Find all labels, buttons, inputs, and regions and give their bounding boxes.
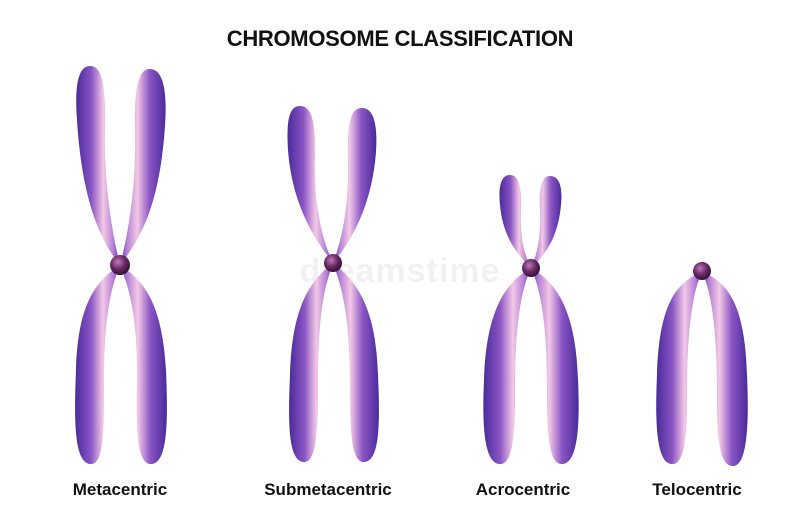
submetacentric-arm-bottom-right: [333, 263, 379, 463]
label-acrocentric: Acrocentric: [475, 480, 571, 499]
telocentric-arm-left: [656, 272, 702, 465]
label-submetacentric: Submetacentric: [264, 480, 392, 499]
acrocentric-centromere: [522, 259, 540, 277]
acrocentric-arm-top-left: [499, 175, 531, 268]
telocentric-centromere: [693, 262, 711, 280]
submetacentric-arm-top-right: [333, 108, 377, 263]
acrocentric-arm-bottom-left: [483, 268, 531, 465]
acrocentric-arm-top-right: [531, 176, 562, 268]
metacentric-arm-top-right: [120, 69, 166, 265]
label-telocentric: Telocentric: [652, 480, 742, 499]
telocentric-arm-right: [702, 272, 748, 466]
label-metacentric: Metacentric: [72, 480, 168, 499]
metacentric-arm-top-left: [76, 66, 120, 265]
acrocentric-chromosome: [483, 175, 579, 465]
metacentric-chromosome: [75, 66, 167, 465]
submetacentric-centromere: [324, 254, 342, 272]
metacentric-arm-bottom-left: [75, 265, 120, 465]
metacentric-centromere: [110, 255, 130, 275]
acrocentric-arm-bottom-right: [531, 268, 579, 465]
telocentric-chromosome: [656, 262, 748, 466]
submetacentric-chromosome: [287, 106, 379, 463]
diagram-title: CHROMOSOME CLASSIFICATION: [226, 26, 574, 51]
submetacentric-arm-top-left: [287, 106, 333, 263]
submetacentric-arm-bottom-left: [289, 263, 333, 463]
metacentric-arm-bottom-right: [120, 265, 167, 465]
